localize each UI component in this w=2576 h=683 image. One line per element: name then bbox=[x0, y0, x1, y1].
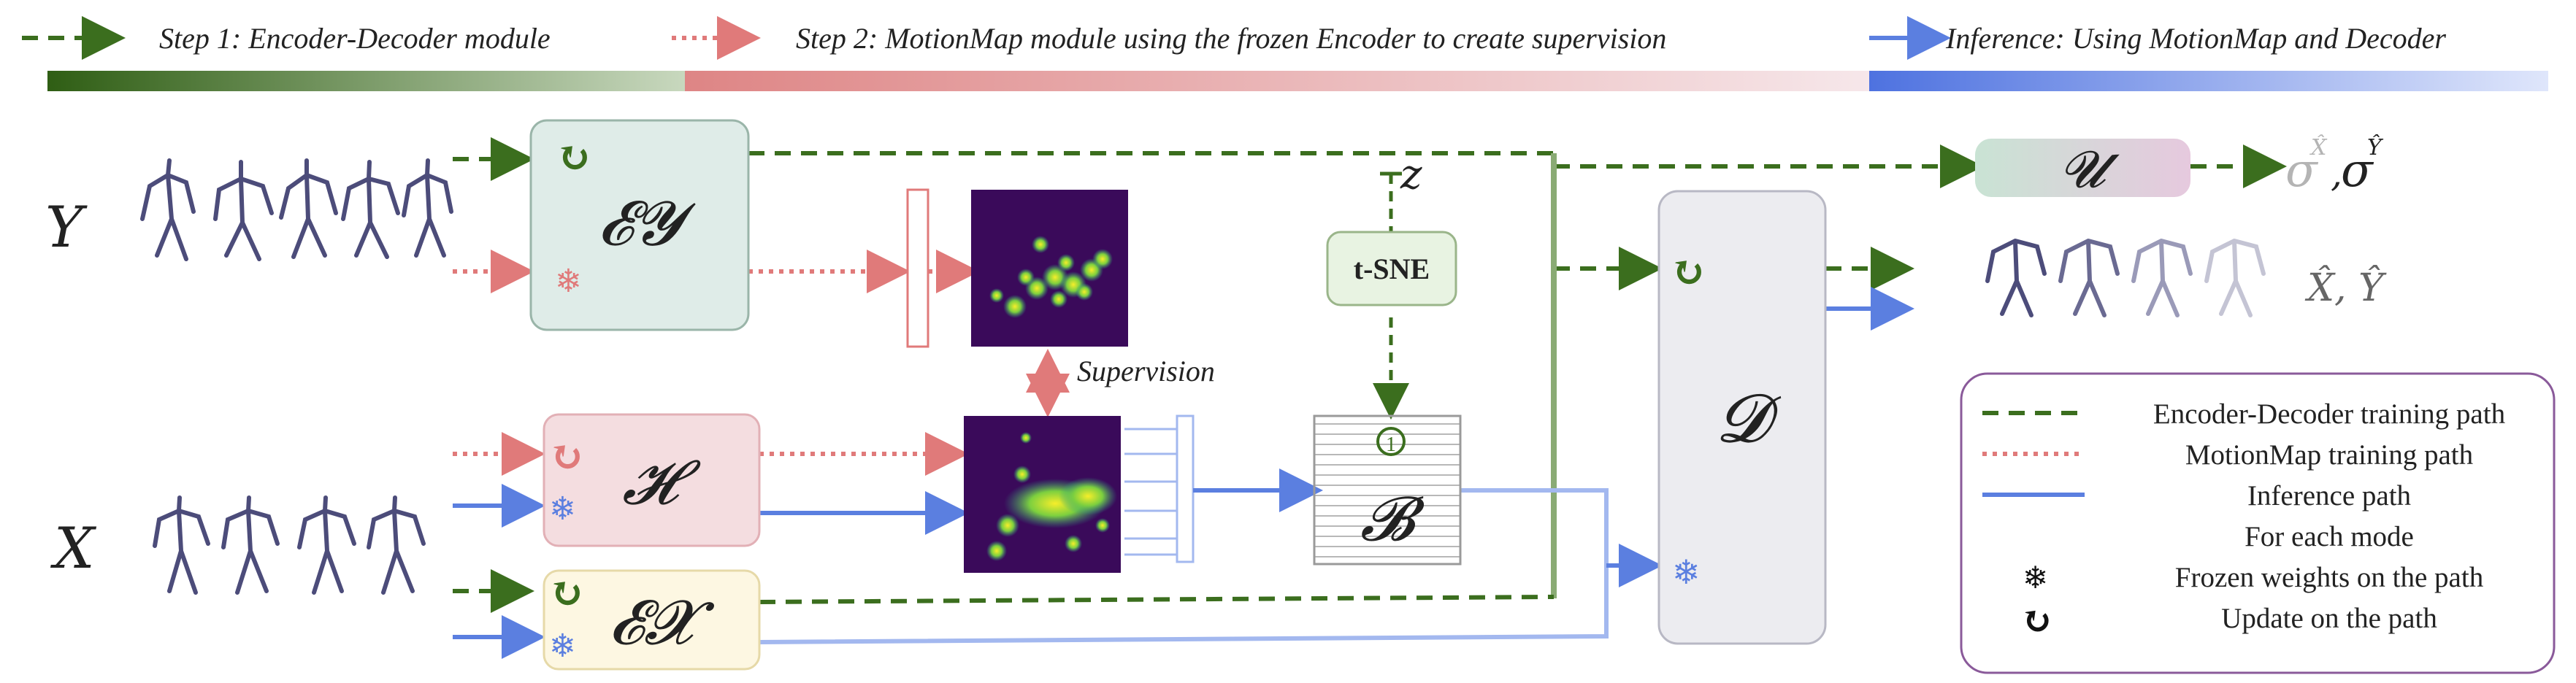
encoder-x-green-path bbox=[759, 595, 1555, 604]
supervision-label: Supervision bbox=[1077, 355, 1215, 387]
step2-label: Step 2: MotionMap module using the froze… bbox=[796, 22, 1666, 55]
decoder-box[interactable] bbox=[1657, 190, 1827, 645]
inference-bar bbox=[1869, 71, 2548, 91]
mode-fan-lines bbox=[1124, 428, 1177, 556]
legend-box bbox=[1960, 372, 2556, 674]
tsne-box[interactable] bbox=[1326, 231, 1457, 306]
encoder-y-box[interactable] bbox=[529, 119, 750, 331]
sigma-sep: , bbox=[2331, 153, 2342, 195]
encoder-y-snowflake-icon: ❄ bbox=[555, 263, 582, 300]
legend-item-each-mode: For each mode bbox=[2245, 521, 2414, 552]
legend-snowflake-icon: ❄ bbox=[2023, 560, 2048, 595]
heatmap-snowflake-icon: ❄ bbox=[549, 490, 576, 528]
target-heatmap bbox=[971, 190, 1128, 347]
bottleneck-box[interactable] bbox=[1313, 414, 1462, 566]
outputs-label: X̂, Ŷ bbox=[2304, 265, 2387, 310]
step1-bar bbox=[47, 71, 685, 91]
mode-collector bbox=[1176, 414, 1195, 563]
bottleneck-update-icon bbox=[1376, 427, 1406, 456]
feature-vector-bar bbox=[906, 188, 929, 348]
sigma-x-label: σ bbox=[2285, 144, 2319, 198]
header: Step 1: Encoder-Decoder module Step 2: M… bbox=[22, 16, 2548, 91]
encoder-x-box[interactable] bbox=[543, 569, 761, 671]
decoder-snowflake-icon: ❄ bbox=[1672, 552, 1701, 592]
sigma-y-label: σ bbox=[2341, 144, 2374, 198]
legend: Encoder-Decoder training path MotionMap … bbox=[1960, 372, 2556, 674]
legend-item-motionmap: MotionMap training path bbox=[2185, 439, 2473, 471]
z-label: z bbox=[1400, 151, 1422, 198]
predicted-heatmap bbox=[964, 416, 1121, 573]
sigma-y-sup: Ŷ bbox=[2367, 134, 2384, 161]
legend-item-frozen: Frozen weights on the path bbox=[2175, 562, 2483, 593]
bottleneck-badge: 1 bbox=[1386, 433, 1396, 456]
step1-label: Step 1: Encoder-Decoder module bbox=[159, 22, 551, 55]
sigma-x-sup: X̂ bbox=[2309, 135, 2328, 161]
encoder-x-snowflake-icon: ❄ bbox=[549, 628, 576, 665]
legend-item-encoder-decoder: Encoder-Decoder training path bbox=[2153, 398, 2505, 430]
encoder-y-refresh-icon: ↻ bbox=[556, 132, 592, 182]
heatmap-module-box[interactable] bbox=[543, 413, 761, 547]
legend-item-inference: Inference path bbox=[2247, 480, 2411, 512]
tsne-label: t-SNE bbox=[1354, 252, 1430, 285]
uncertainty-box[interactable] bbox=[1975, 139, 2190, 197]
heatmap-refresh-icon: ↻ bbox=[549, 431, 585, 481]
encoder-y-label: 𝓔𝓨 bbox=[598, 188, 696, 259]
decoder-refresh-icon: ↻ bbox=[1671, 247, 1706, 296]
inference-label: Inference: Using MotionMap and Decoder bbox=[1945, 22, 2446, 55]
x-pose-skeletons bbox=[153, 495, 426, 595]
encoder-x-refresh-icon: ↻ bbox=[549, 568, 585, 617]
output-pose-skeletons bbox=[1985, 239, 2266, 317]
y-row-label: Y bbox=[45, 195, 88, 261]
x-row-label: X bbox=[50, 516, 97, 582]
legend-refresh-icon: ↻ bbox=[2021, 598, 2053, 643]
encoder-y-green-path bbox=[748, 151, 1556, 166]
step2-bar bbox=[685, 71, 1869, 91]
legend-item-update: Update on the path bbox=[2221, 603, 2437, 634]
y-pose-skeletons bbox=[140, 158, 453, 261]
